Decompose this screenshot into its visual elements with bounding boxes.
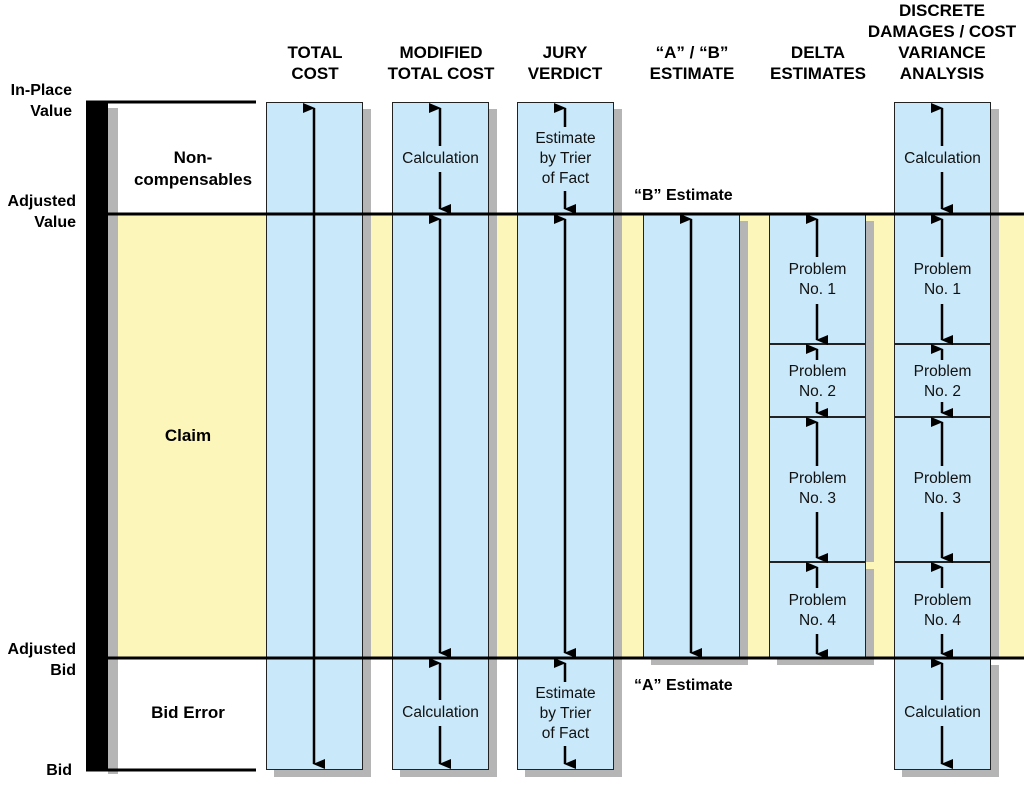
header-delta-estimates: DELTA ESTIMATES: [769, 43, 867, 83]
level-in-place-value: In-Place Value: [10, 82, 72, 120]
value-axis-bar: [86, 102, 108, 770]
modified-bottom-calculation: Calculation: [396, 703, 485, 723]
band-bid-error: Bid Error: [151, 703, 225, 722]
level-adjusted-value: Adjusted Value: [7, 193, 76, 231]
delta-problem-1: Problem No. 1: [774, 260, 861, 300]
discrete-bottom-calculation: Calculation: [898, 703, 987, 723]
a-estimate-label: “A” Estimate: [634, 677, 733, 694]
level-adjusted-bid: Adjusted Bid: [7, 641, 76, 679]
delta-problem-3: Problem No. 3: [774, 469, 861, 509]
b-estimate-label: “B” Estimate: [634, 187, 733, 204]
discrete-problem-2: Problem No. 2: [899, 362, 986, 402]
band-claim: Claim: [164, 426, 212, 445]
jury-bottom-estimate: Estimate by Trier of Fact: [522, 684, 609, 744]
discrete-problem-4: Problem No. 4: [899, 591, 986, 631]
discrete-problem-1: Problem No. 1: [899, 260, 986, 300]
header-discrete-damages: DISCRETE DAMAGES / COST VARIANCE ANALYSI…: [867, 1, 1017, 83]
jury-top-estimate: Estimate by Trier of Fact: [522, 129, 609, 189]
band-noncompensables: Non- compensables: [133, 148, 253, 189]
discrete-top-calculation: Calculation: [898, 149, 987, 169]
header-jury-verdict: JURY VERDICT: [527, 43, 603, 83]
header-ab-estimate: “A” / “B” ESTIMATE: [649, 43, 735, 83]
header-total-cost: TOTAL COST: [287, 43, 343, 83]
delta-problem-4: Problem No. 4: [774, 591, 861, 631]
left-band-shadow: [108, 108, 118, 774]
header-modified-total-cost: MODIFIED TOTAL COST: [387, 43, 495, 83]
discrete-problem-3: Problem No. 3: [899, 469, 986, 509]
modified-top-calculation: Calculation: [396, 149, 485, 169]
delta-problem-2: Problem No. 2: [774, 362, 861, 402]
level-bid: Bid: [46, 762, 72, 779]
